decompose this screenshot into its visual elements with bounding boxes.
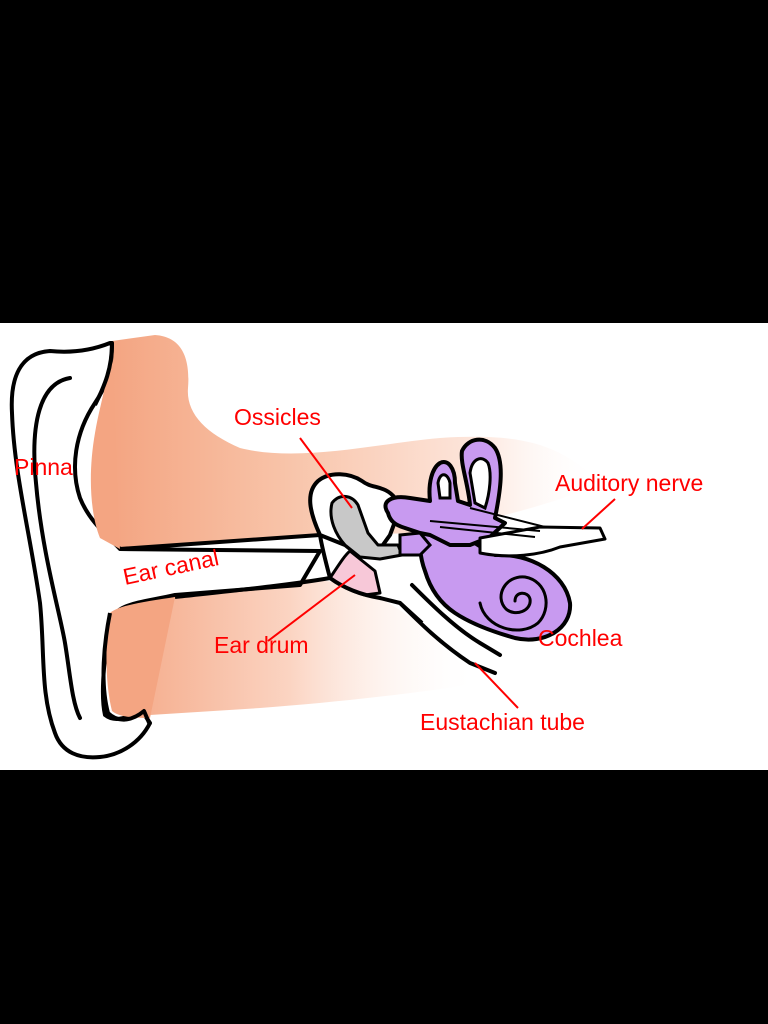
label-cochlea: Cochlea (538, 625, 623, 651)
pinna-helix-fold (32, 376, 82, 720)
ear-diagram-panel: Pinna Ear canal Ossicles Ear drum Audito… (0, 323, 768, 770)
earlobe-skin (106, 597, 175, 718)
eustachian-tube-leader-line (474, 662, 519, 709)
cochlea-spiral (478, 575, 548, 632)
semicircular-canal-hole-1 (468, 457, 492, 511)
label-ossicles: Ossicles (234, 404, 321, 430)
ossicles-leader-line (299, 437, 353, 509)
eustachian-tube-shape (398, 583, 502, 675)
label-pinna: Pinna (14, 454, 73, 480)
ear-canal-upper-curve (93, 342, 114, 406)
label-auditory-nerve: Auditory nerve (555, 470, 703, 496)
semicircular-canal-hole-2 (436, 473, 452, 500)
head-tissue-lower (100, 578, 480, 715)
auditory-nerve-fibers (429, 507, 546, 538)
ear-anatomy-diagram: Pinna Ear canal Ossicles Ear drum Audito… (9, 335, 703, 760)
ear-canal-lower-wall (174, 576, 331, 599)
ear-drum-cavity-wall (318, 534, 424, 625)
auditory-nerve-leader-line (581, 498, 616, 530)
concha-skin (90, 343, 120, 549)
ear-drum-leader-line (267, 574, 356, 642)
ear-canal-upper-wall (119, 533, 321, 551)
label-ear-drum: Ear drum (214, 632, 309, 658)
earlobe-outline (101, 612, 152, 726)
vestibule-connector (398, 531, 433, 557)
label-eustachian-tube: Eustachian tube (420, 709, 585, 735)
